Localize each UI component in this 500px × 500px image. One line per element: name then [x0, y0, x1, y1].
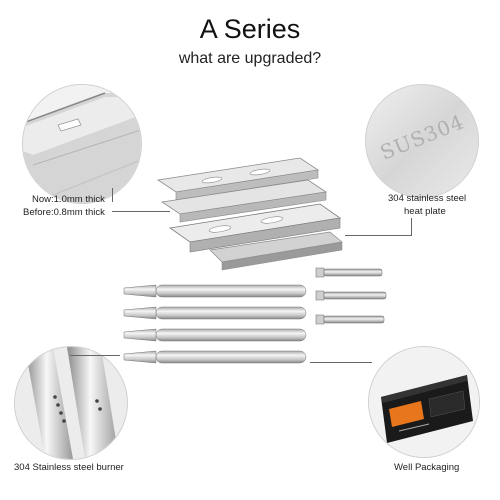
- burner-tube-3: [123, 328, 307, 342]
- burner-tubes-image: [120, 283, 312, 373]
- packaging-connector-line: [310, 362, 372, 363]
- thickness-before-label: Before:0.8mm thick: [23, 207, 105, 218]
- crossover-tubes-image: [314, 266, 390, 328]
- steel-plate-label-line1: 304 stainless steel: [388, 193, 467, 204]
- burner-label: 304 Stainless steel burner: [14, 462, 124, 473]
- page-subtitle: what are upgraded?: [178, 50, 322, 67]
- steel-plate-label-line2: heat plate: [404, 206, 446, 217]
- heat-plates-image: [150, 150, 350, 275]
- burner-connector-line: [70, 355, 120, 356]
- sus304-stamp-image: SUS304: [365, 84, 479, 198]
- thickness-connector-line: [112, 211, 170, 212]
- packaging-label: Well Packaging: [394, 462, 460, 473]
- thickness-pointer-line: [112, 188, 113, 202]
- plate-connector-line: [345, 235, 411, 236]
- burner-tube-2: [123, 306, 307, 320]
- thickness-now-label: Now:1.0mm thick: [32, 194, 105, 205]
- page-title: A Series: [199, 14, 301, 44]
- packaging-image: [368, 346, 480, 458]
- burner-tube-4: [123, 350, 307, 364]
- plate-connector-drop: [411, 218, 412, 236]
- thickness-closeup-image: [22, 84, 142, 204]
- burner-tube-1: [123, 284, 307, 298]
- burner-closeup-image: [14, 346, 128, 460]
